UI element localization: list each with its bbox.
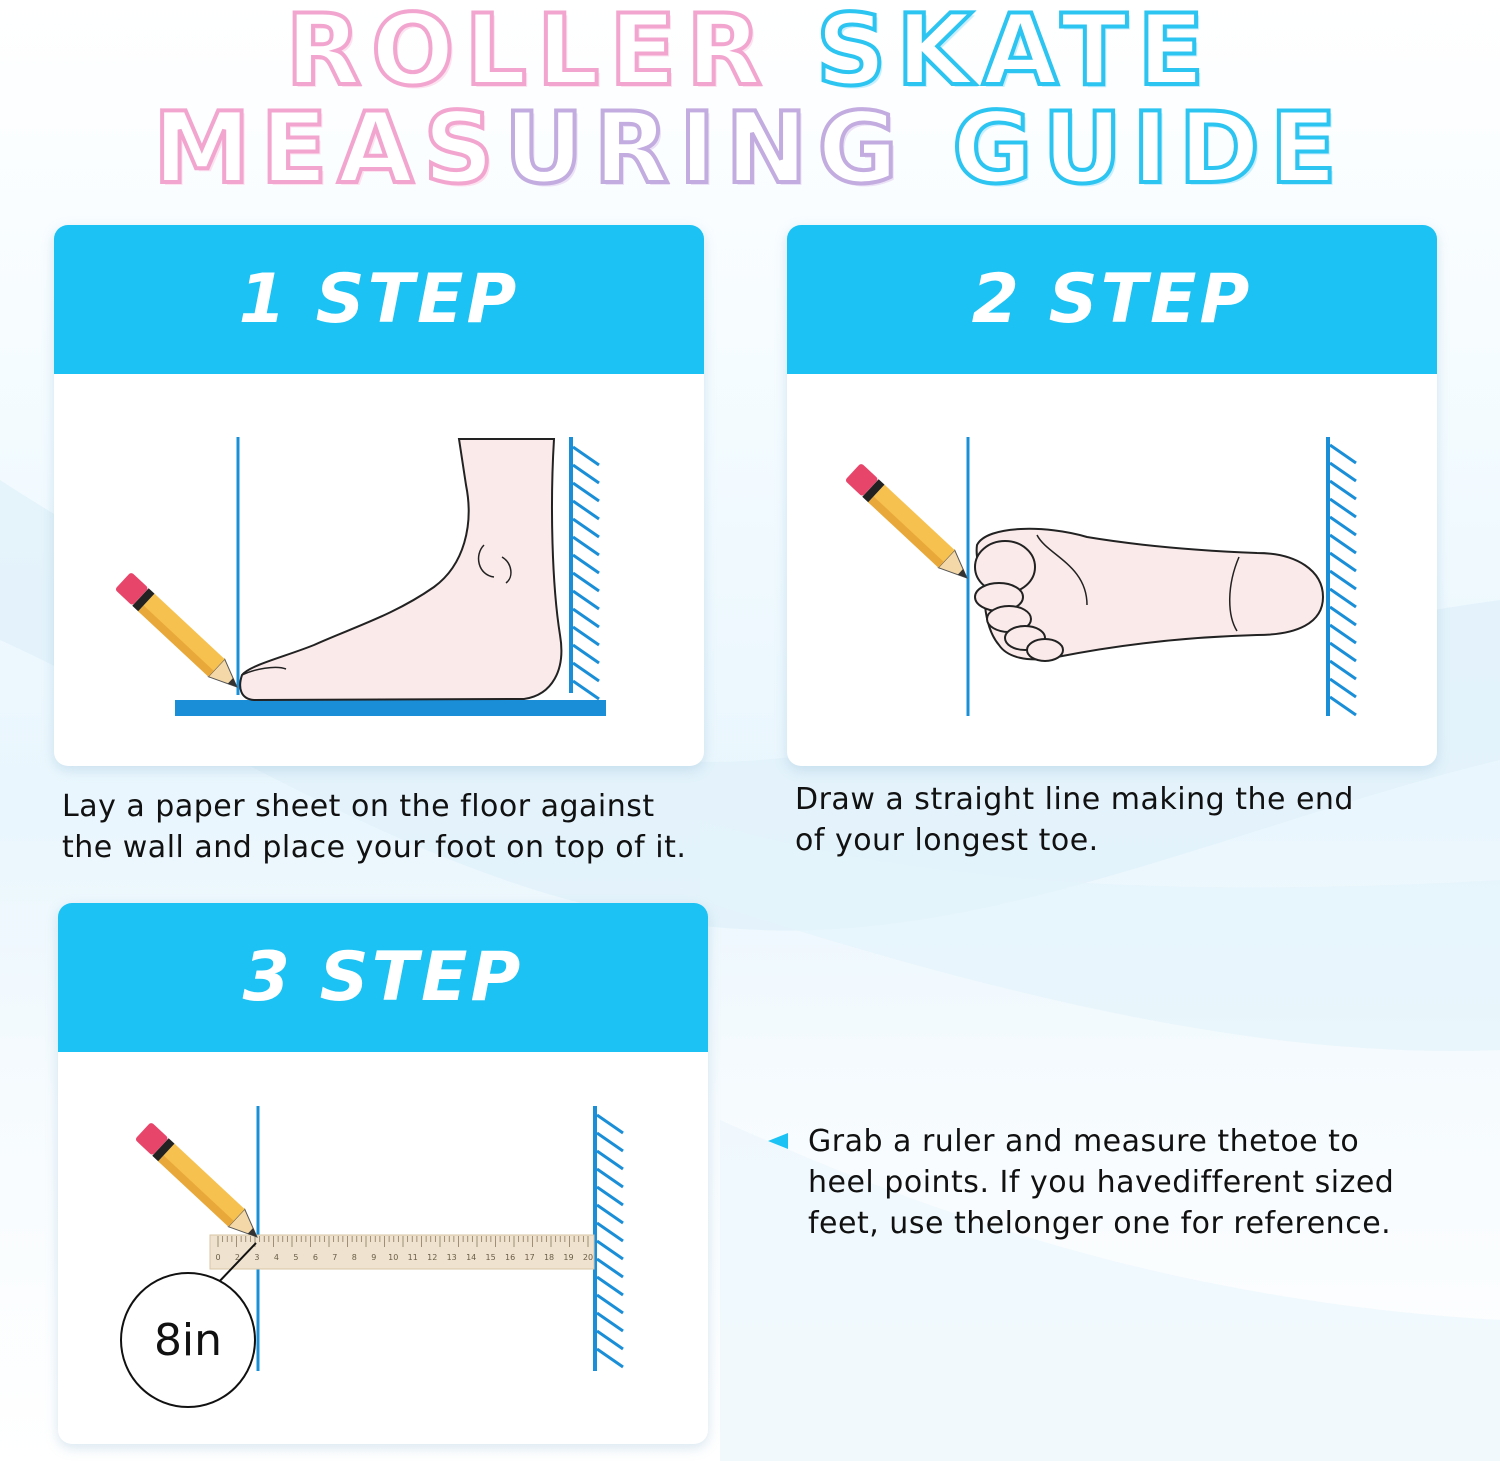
ruler-tick-label: 9	[371, 1253, 376, 1262]
ruler-tick-label: 20	[583, 1253, 593, 1262]
title-word-skate: SKATE	[814, 0, 1215, 108]
measurement-badge: 8in	[120, 1272, 256, 1408]
step-3-caption-line-2: heel points. If you havedifferent sized	[808, 1165, 1395, 1200]
pencil-icon	[135, 1123, 258, 1238]
step-1-card: 1 STEP	[54, 225, 704, 766]
ruler-tick-label: 2	[235, 1253, 240, 1262]
ruler-tick-label: 6	[313, 1253, 318, 1262]
ruler-tick-label: 10	[388, 1253, 398, 1262]
wall-hatch-icon	[569, 437, 600, 701]
ruler-tick-label: 13	[447, 1253, 457, 1262]
page-title-line-1: ROLLER SKATE	[0, 0, 1500, 102]
floor-icon	[175, 700, 606, 716]
step-2-caption-line-1: Draw a straight line making the end	[795, 782, 1354, 817]
bullet-arrow-icon	[768, 1133, 788, 1149]
ruler-tick-label: 11	[408, 1253, 418, 1262]
step-2-header: 2 STEP	[787, 225, 1437, 374]
title-word-guide: GUIDE	[950, 92, 1347, 206]
ruler-tick-label: 17	[524, 1253, 534, 1262]
step-1-title: 1 STEP	[238, 260, 520, 339]
step-1-header: 1 STEP	[54, 225, 704, 374]
label-pointer-line	[215, 1242, 257, 1286]
step-2-card: 2 STEP	[787, 225, 1437, 766]
step-3-caption: Grab a ruler and measure thetoe to heel …	[808, 1121, 1394, 1244]
title-word-measuring-b: URING	[502, 92, 908, 206]
step-2-caption-line-2: of your longest toe.	[795, 823, 1099, 858]
wall-hatch-icon	[1326, 437, 1357, 717]
step-3-card: 3 STEP 0 2 3 4 5 6 7 8 9 10 11 12 13 14 15 16 17 18 19 20	[58, 903, 708, 1444]
ruler-tick-label: 4	[274, 1253, 279, 1262]
step-3-title: 3 STEP	[242, 938, 524, 1017]
step-3-caption-line-1: Grab a ruler and measure thetoe to	[808, 1124, 1360, 1159]
ruler-tick-label: 0	[215, 1253, 220, 1262]
step-3-header: 3 STEP	[58, 903, 708, 1052]
page-title-line-2: MEASURING GUIDE	[0, 98, 1500, 200]
ruler-tick-label: 16	[505, 1253, 515, 1262]
ruler-tick-label: 18	[544, 1253, 554, 1262]
step-1-caption: Lay a paper sheet on the floor against t…	[62, 786, 686, 868]
title-word-roller: ROLLER	[284, 0, 772, 108]
ruler-tick-label: 19	[563, 1253, 573, 1262]
foot-side-icon	[239, 438, 563, 702]
ruler-tick-label: 12	[427, 1253, 437, 1262]
pencil-icon	[845, 464, 968, 579]
ruler-tick-label: 14	[466, 1253, 476, 1262]
step-3-caption-line-3: feet, use thelonger one for reference.	[808, 1206, 1392, 1241]
ruler-tick-label: 3	[254, 1253, 259, 1262]
step-2-title: 2 STEP	[971, 260, 1253, 339]
step-2-caption: Draw a straight line making the end of y…	[795, 779, 1354, 861]
ruler-tick-label: 15	[486, 1253, 496, 1262]
ruler-tick-label: 7	[332, 1253, 337, 1262]
foot-sole-icon	[974, 527, 1325, 662]
wall-hatch-icon	[593, 1106, 624, 1371]
title-word-measuring-a: MEAS	[151, 92, 505, 206]
pencil-icon	[115, 573, 238, 688]
ruler-tick-label: 8	[352, 1253, 357, 1262]
ruler-icon: 0 2 3 4 5 6 7 8 9 10 11 12 13 14 15 16 17 18 19 20	[209, 1234, 595, 1270]
step-1-caption-line-2: the wall and place your foot on top of i…	[62, 830, 687, 865]
step-1-caption-line-1: Lay a paper sheet on the floor against	[62, 789, 655, 824]
ruler-tick-label: 5	[293, 1253, 298, 1262]
